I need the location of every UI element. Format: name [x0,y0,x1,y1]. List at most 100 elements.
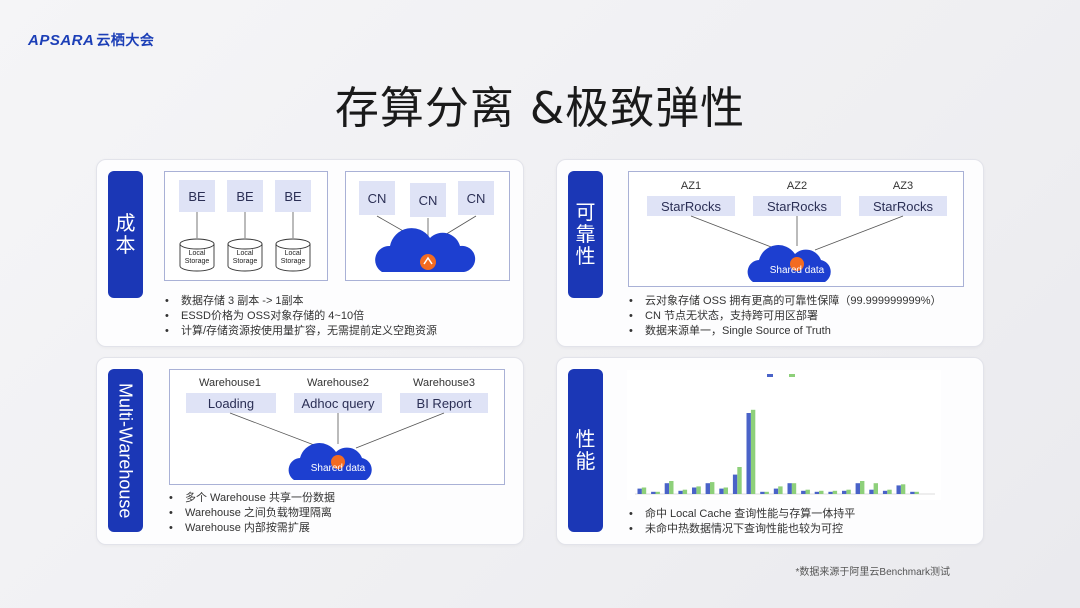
cost-tag: 成本 [108,171,143,298]
chart-bar [732,474,738,494]
chart-bar [682,489,688,494]
cost-panel: 成本 BE BE BE Local Storage Local Storag [96,159,524,347]
chart-bar [791,483,797,494]
chart-bar [746,413,751,494]
be-node: BE [179,180,215,212]
performance-bullets: •命中 Local Cache 查询性能与存算一体持平 •未命中热数据情况下查询… [629,507,855,537]
legend-swatch [767,374,773,377]
cn-group: CN CN CN [345,171,510,281]
chart-bar [805,489,810,494]
bullet-item: •ESSD价格为 OSS对象存储的 4~10倍 [165,310,365,322]
chart-bar [760,491,765,494]
chart-bar [828,491,833,494]
warehouse-group: Warehouse1 Warehouse2 Warehouse3 Loading… [169,369,505,485]
cn-node: CN [359,181,395,215]
chart-bar [737,467,742,494]
chart-bar [705,483,710,494]
bullet-item: •数据存储 3 副本 -> 1副本 [165,295,304,307]
disk-icon [179,238,215,272]
footnote: *数据来源于阿里云Benchmark测试 [795,567,950,578]
cn-node-label: CN [418,192,438,208]
bullet-item: •计算/存储资源按使用量扩容，无需提前定义空跑资源 [165,325,438,337]
oss-icon [790,257,804,271]
chart-bar [896,485,901,494]
az-label: AZ1 [680,180,702,192]
chart-bar [900,484,906,494]
cn-node-label: CN [466,190,486,206]
reliability-bullets: •云对象存储 OSS 拥有更高的可靠性保障（99.999999999%） •CN… [629,294,941,339]
cost-tag-text: 成本 [115,213,137,257]
bullet-item: •未命中热数据情况下查询性能也较为可控 [629,523,843,535]
warehouse-label: Warehouse2 [307,377,369,389]
cn-node-label: CN [367,190,387,206]
chart-bar [651,491,656,494]
warehouse-role: Adhoc query [294,393,382,413]
az-label: AZ2 [786,180,808,192]
legend-swatch [789,374,795,377]
disk-icon [275,238,311,272]
be-node: BE [275,180,311,212]
chart-bar [655,491,660,494]
chart-bar [669,481,674,494]
chart-bar [869,489,874,494]
brand-latin: APSARA [28,32,95,49]
cn-cloud-diagram [375,215,477,272]
reliability-tag-label: 可靠性 [575,201,596,268]
cloud-icon [288,443,372,480]
chart-bar [696,486,701,494]
shared-data-label: Shared data [310,463,366,474]
starrocks-node: StarRocks [753,196,841,216]
be-storage-links [179,212,311,272]
chart-bar [855,483,860,494]
bullet-item: •云对象存储 OSS 拥有更高的可靠性保障（99.999999999%） [629,295,942,307]
chart-bar [832,490,838,494]
cloud-icon [375,228,476,272]
chart-bar [787,483,792,494]
bullet-item: •数据来源单一，Single Source of Truth [629,325,831,337]
multi-warehouse-bullets: •多个 Warehouse 共享一份数据 •Warehouse 之间负载物理隔离… [169,491,335,536]
chart-bar [873,483,878,494]
cn-node: CN [410,183,446,217]
cloud-icon [747,245,831,282]
cost-tag-label: 成本 [115,212,136,257]
performance-tag: 性能 [568,369,603,532]
chart-bar [637,488,642,494]
reliability-tag: 可靠性 [568,171,603,298]
reliability-panel: 可靠性 AZ1 AZ2 AZ3 StarRocks StarRocks Star… [556,159,984,347]
chart-bar [678,490,683,494]
shared-data-label: Shared data [769,265,825,276]
chart-bar [819,490,824,494]
storage-label: Local Storage [280,250,306,265]
chart-bar [641,487,647,494]
performance-panel: 性能 •命中 Local Cache 查询性能与存算一体持平 •未命中热数据情况… [556,357,984,545]
bullet-item: •CN 节点无状态，支持跨可用区部署 [629,310,818,322]
oss-icon [331,455,345,469]
multi-warehouse-panel: Multi-Warehouse Warehouse1 Warehouse2 Wa… [96,357,524,545]
warehouse-role: BI Report [400,393,488,413]
chart-bar [882,490,888,494]
bullet-item: •Warehouse 内部按需扩展 [169,522,310,534]
performance-tag-label: 性能 [575,428,596,473]
disk-icon [227,238,263,272]
performance-chart-svg [635,374,935,495]
chart-bar [750,409,756,494]
az-group: AZ1 AZ2 AZ3 StarRocks StarRocks StarRock… [628,171,964,287]
bullet-item: •命中 Local Cache 查询性能与存算一体持平 [629,508,856,520]
chart-bar [764,491,769,494]
multi-warehouse-tag: Multi-Warehouse [108,369,143,532]
chart-bar [801,490,806,494]
be-node-label: BE [284,188,302,204]
starrocks-node: StarRocks [859,196,947,216]
chart-bar [814,491,820,494]
chart-bar [910,491,915,494]
bullet-item: •多个 Warehouse 共享一份数据 [169,492,335,504]
az-label: AZ3 [892,180,914,192]
performance-chart [627,370,941,500]
cn-node: CN [458,181,494,215]
chart-bar [710,482,715,494]
chart-bar [664,483,670,494]
warehouse-label: Warehouse1 [199,377,261,389]
oss-icon [420,254,436,270]
chart-bar [723,487,728,494]
be-node-label: BE [188,188,206,204]
